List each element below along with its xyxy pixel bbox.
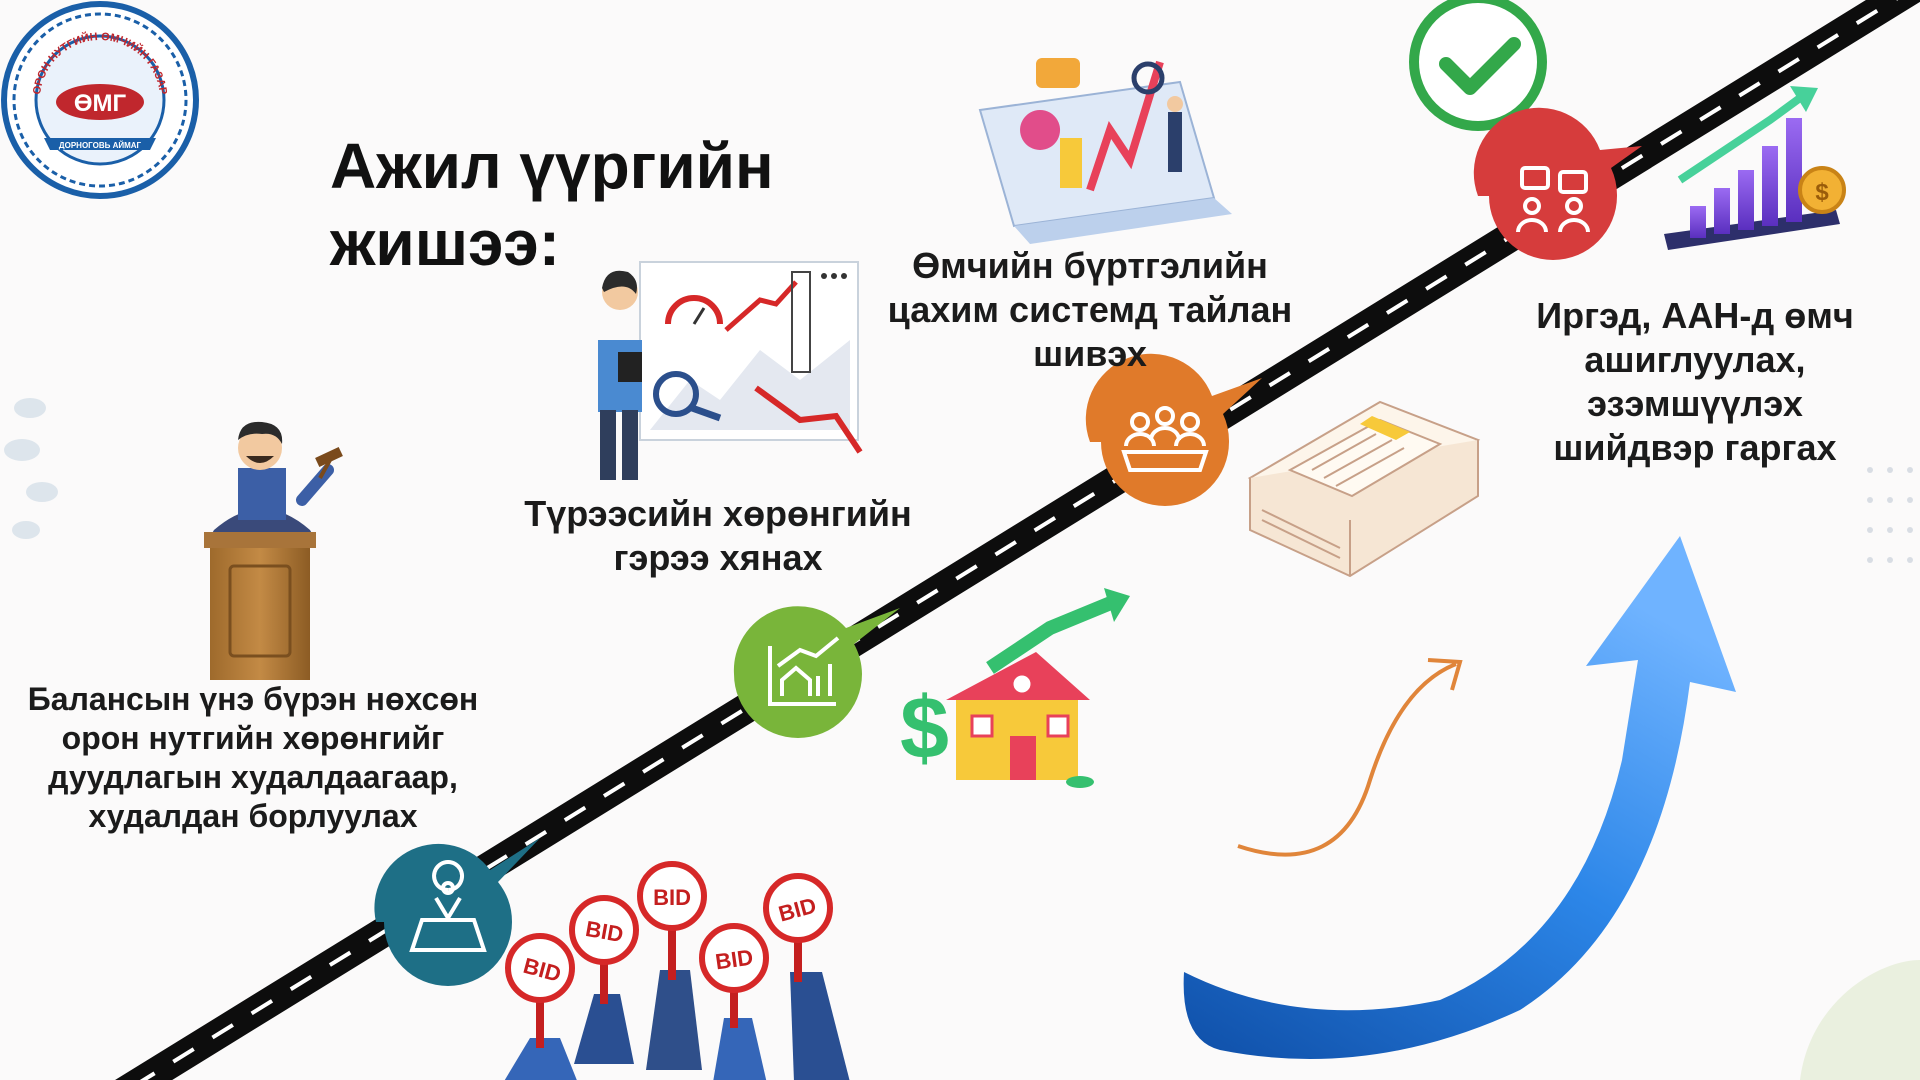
bid-paddle: BID [699, 923, 769, 1080]
laptop-analytics-illustration [978, 58, 1232, 244]
map-pin-icon [409, 860, 487, 952]
svg-text:$: $ [900, 678, 949, 777]
milestone-text-3: Өмчийн бүртгэлийн цахим системд тайлан ш… [887, 245, 1293, 374]
analyst-chart-illustration [598, 261, 863, 480]
background-dots [4, 398, 58, 539]
org-logo: ОРОН НУТГИЙН ӨМЧИЙН ГАЗАР ӨМГ ДОРНОГОВЬ … [1, 1, 199, 199]
bid-paddle: BID [504, 933, 577, 1080]
house-chart-icon [768, 636, 840, 706]
milestone-pin-4 [1473, 107, 1642, 260]
auctioneer-illustration [204, 421, 343, 680]
background-leaf [1800, 960, 1920, 1080]
milestone-text-2: Түрээсийн хөрөнгийн гэрээ хянах [524, 493, 912, 578]
bid-paddle: BID [763, 873, 850, 1080]
milestone-text-4: Иргэд, ААН-д өмч ашиглуулах, эзэмшүүлэх … [1536, 295, 1854, 468]
bid-paddles-illustration: BID BID BID BID BID [504, 861, 850, 1080]
house-dollar-illustration: $ [900, 588, 1130, 788]
growth-arrow-big [1183, 536, 1736, 1059]
bid-label: BID [714, 944, 755, 974]
people-group-icon [1121, 406, 1209, 472]
svg-text:$: $ [1815, 179, 1829, 206]
bid-label: BID [653, 885, 691, 910]
milestone-text-1: Балансын үнэ бүрэн нөхсөн орон нутгийн х… [27, 681, 479, 835]
discussion-icon [1516, 166, 1590, 233]
logo-center-text: ӨМГ [74, 90, 127, 117]
milestone-pin-2 [733, 606, 900, 738]
curved-arrow-small [1237, 658, 1463, 857]
page-title: Ажил үүргийн жишээ: [330, 130, 774, 279]
bid-paddle: BID [637, 861, 707, 1070]
milestone-pin-3 [1085, 353, 1262, 506]
documents-stack-illustration [1247, 400, 1481, 578]
growth-bars-illustration: $ [1664, 86, 1846, 250]
background-dot-grid [1867, 467, 1913, 563]
bid-paddle: BID [569, 895, 639, 1064]
milestone-pin-1 [374, 838, 540, 986]
check-circle-icon [1409, 0, 1547, 131]
logo-bottom-text: ДОРНОГОВЬ АЙМАГ [59, 141, 142, 150]
